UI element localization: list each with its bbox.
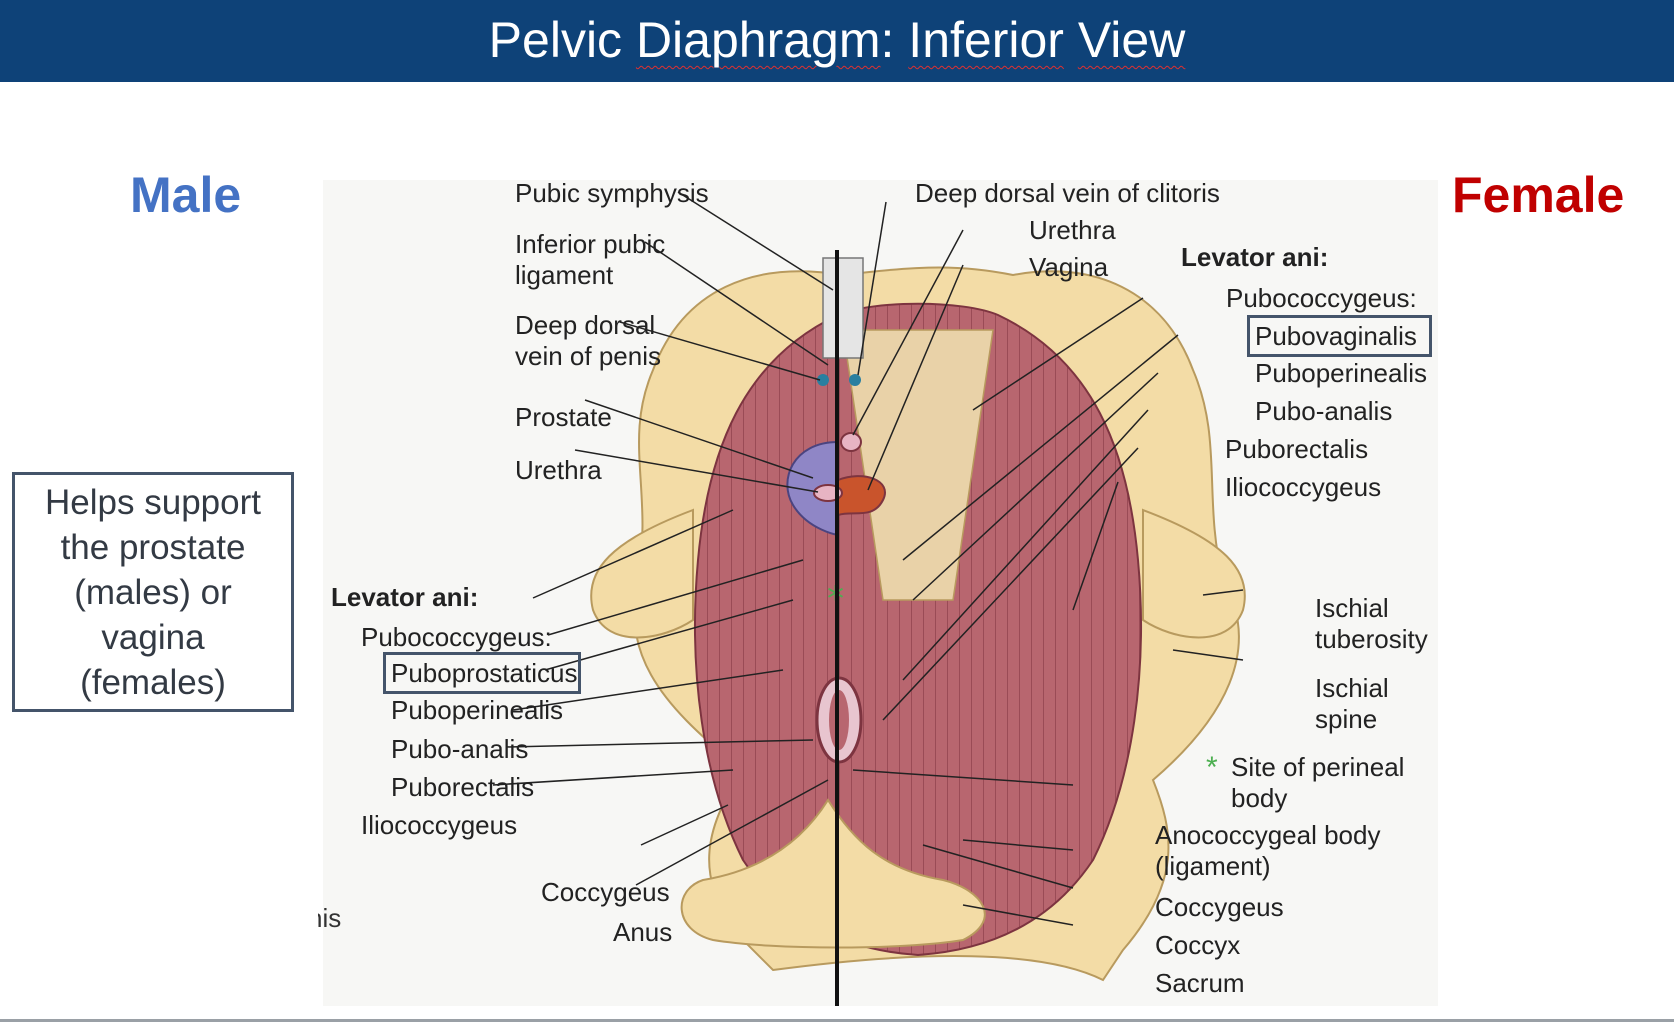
pubic-symphysis <box>822 257 864 359</box>
label-coccygeus-left: Coccygeus <box>541 877 670 907</box>
label-inferior-pubic-ligament: Inferior pubic ligament <box>515 229 666 290</box>
title-text-4: Inferior <box>908 12 1064 68</box>
bottom-rule <box>0 1019 1674 1022</box>
label-ischial-tuberosity: Ischial tuberosity <box>1315 593 1428 654</box>
ischial-tuberosity-left <box>590 508 694 639</box>
label-levator-ani-right: Levator ani: <box>1181 242 1329 272</box>
label-levator-ani-left: Levator ani: <box>331 582 479 612</box>
label-pubococcygeus-left: Pubococcygeus: <box>361 622 552 652</box>
label-urethra-right: Urethra <box>1029 215 1116 245</box>
label-vagina: Vagina <box>1029 252 1109 282</box>
prostate-shape <box>786 440 839 537</box>
label-puboprostaticus: Puboprostaticus <box>391 658 578 688</box>
label-coccygeus-right: Coccygeus <box>1155 892 1284 922</box>
label-puboperinealis-right: Puboperinealis <box>1255 358 1428 388</box>
label-iliococcygeus-right: Iliococcygeus <box>1225 472 1382 502</box>
label-deep-dorsal-vein-clitoris: Deep dorsal vein of clitoris <box>915 180 1220 208</box>
label-pubo-analis-right: Pubo-analis <box>1255 396 1393 426</box>
label-pubic-symphysis: Pubic symphysis <box>515 180 709 208</box>
pelvic-diaphragm-figure: * <box>323 180 1438 1006</box>
label-pubococcygeus-right: Pubococcygeus: <box>1226 283 1417 313</box>
title-text-2: Diaphragm <box>635 12 881 68</box>
ischial-tuberosity-right <box>1142 508 1246 639</box>
title-text-6: View <box>1077 12 1186 68</box>
vein-clitoris-dot <box>849 374 861 386</box>
label-puborectalis-right: Puborectalis <box>1225 434 1369 464</box>
label-deep-dorsal-vein-penis: Deep dorsal vein of penis <box>515 310 661 371</box>
title-bar: Pelvic Diaphragm: Inferior View <box>0 0 1674 82</box>
note-box: Helps support the prostate (males) or va… <box>12 472 294 712</box>
male-heading: Male <box>130 167 242 223</box>
anatomy-illustration: * <box>492 191 1246 1006</box>
title-text-1: Pelvic <box>488 12 636 68</box>
title-text-5 <box>1064 12 1078 68</box>
label-puboperinealis-left: Puboperinealis <box>391 695 564 725</box>
vagina-shape <box>837 475 886 517</box>
highlight-pubovaginalis <box>1247 315 1432 357</box>
edge-text-fragment: nis <box>318 903 348 934</box>
label-iliococcygeus-left: Iliococcygeus <box>361 810 518 840</box>
label-puborectalis-left: Puborectalis <box>391 772 535 802</box>
label-site-of-perineal-body: Site of perineal body <box>1231 752 1405 813</box>
note-text: Helps support the prostate (males) or va… <box>45 482 261 702</box>
slide-title: Pelvic Diaphragm: Inferior View <box>0 10 1674 70</box>
highlight-puboprostaticus <box>383 652 581 694</box>
edge-fragment-text: nis <box>318 903 342 933</box>
label-pubovaginalis: Pubovaginalis <box>1255 321 1417 351</box>
label-anus: Anus <box>613 917 673 947</box>
label-anococcygeal-body: Anococcygeal body (ligament) <box>1155 820 1381 881</box>
label-urethra-left: Urethra <box>515 455 602 485</box>
title-text-3: : <box>880 12 909 68</box>
vein-penis-dot <box>817 374 829 386</box>
perineal-body-marker: * <box>1206 751 1218 784</box>
label-sacrum: Sacrum <box>1155 968 1245 998</box>
label-ischial-spine: Ischial spine <box>1315 673 1389 734</box>
label-pubo-analis-left: Pubo-analis <box>391 734 529 764</box>
urethra-right <box>840 432 862 452</box>
label-coccyx: Coccyx <box>1155 930 1241 960</box>
label-prostate: Prostate <box>515 402 612 432</box>
female-heading: Female <box>1452 167 1625 223</box>
